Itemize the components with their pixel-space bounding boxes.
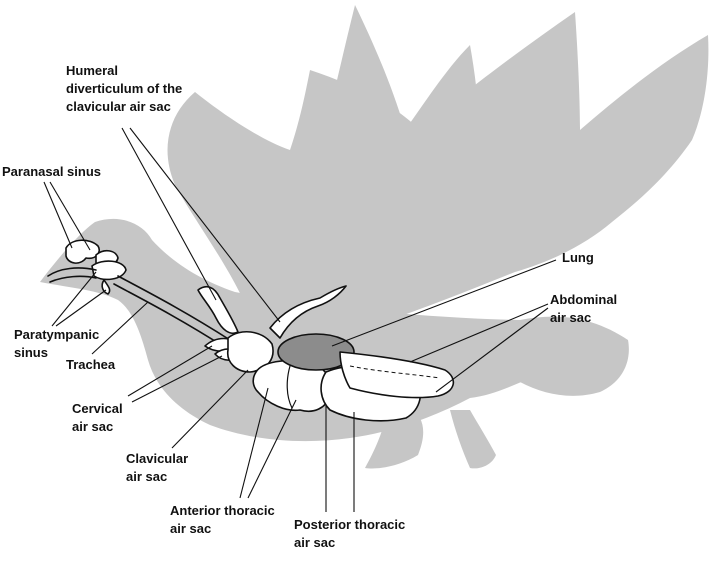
body-head xyxy=(40,218,628,442)
label-line: air sac xyxy=(126,469,168,484)
leader-trachea xyxy=(91,301,149,355)
leader-paranasal-b xyxy=(49,181,91,251)
front-wing xyxy=(167,12,709,337)
label-line: sinus xyxy=(14,345,48,360)
leader-paratympanic-a xyxy=(51,271,97,327)
label-line: diverticulum of the xyxy=(66,81,183,96)
label-posterior-thoracic-air-sac: Posterior thoracic air sac xyxy=(294,516,405,552)
tail xyxy=(520,316,629,396)
leader-paratympanic-b xyxy=(55,289,107,327)
label-line: Paranasal sinus xyxy=(2,164,101,179)
label-line: air sac xyxy=(72,419,114,434)
label-line: Humeral xyxy=(66,63,119,78)
leader-paranasal-a xyxy=(43,181,73,249)
leader-lines xyxy=(43,127,557,512)
leader-anterior-b xyxy=(247,399,297,499)
label-line: Clavicular xyxy=(126,451,189,466)
feet xyxy=(365,410,496,469)
label-line: air sac xyxy=(550,310,592,325)
label-line: Lung xyxy=(562,250,594,265)
label-cervical-air-sac: Cervical air sac xyxy=(72,400,123,436)
nasal-duct-inner xyxy=(49,275,97,283)
label-line: Posterior thoracic xyxy=(294,517,406,532)
label-line: Anterior thoracic xyxy=(170,503,275,518)
label-clavicular-air-sac: Clavicular air sac xyxy=(126,450,188,486)
airway-structures xyxy=(47,239,455,422)
label-line: air sac xyxy=(170,521,212,536)
leader-humeral-b xyxy=(129,127,281,323)
label-line: Trachea xyxy=(66,357,116,372)
label-paratympanic-sinus: Paratympanic sinus xyxy=(14,326,99,362)
leader-abdominal-b xyxy=(435,307,549,393)
bird-silhouette xyxy=(40,5,709,469)
paratympanic-sinus xyxy=(91,260,127,281)
label-abdominal-air-sac: Abdominal air sac xyxy=(550,291,617,327)
leader-cervical-a xyxy=(127,345,213,397)
label-paranasal-sinus: Paranasal sinus xyxy=(2,163,101,181)
label-anterior-thoracic-air-sac: Anterior thoracic air sac xyxy=(170,502,275,538)
leader-clavicular xyxy=(171,369,249,449)
nasal-duct xyxy=(47,267,97,277)
leader-humeral-a xyxy=(121,127,217,301)
label-line: Abdominal xyxy=(550,292,618,307)
paratympanic-sinus-duct xyxy=(101,279,111,295)
trachea-tube xyxy=(117,275,231,341)
label-humeral-diverticulum: Humeral diverticulum of the clavicular a… xyxy=(66,62,182,116)
abdominal-sac-dashed xyxy=(349,365,441,379)
leader-anterior-a xyxy=(239,387,269,499)
label-lung: Lung xyxy=(562,249,594,267)
abdominal-air-sac xyxy=(339,351,455,399)
label-line: Cervical xyxy=(72,401,123,416)
label-trachea: Trachea xyxy=(66,356,115,374)
anterior-thoracic-divider xyxy=(286,365,293,409)
label-line: air sac xyxy=(294,535,336,550)
leader-lung xyxy=(331,259,557,347)
lung xyxy=(277,333,355,371)
leader-abdominal-a xyxy=(409,303,549,363)
leader-cervical-b xyxy=(131,355,223,403)
label-line: Paratympanic xyxy=(14,327,100,342)
label-line: clavicular air sac xyxy=(66,99,171,114)
trachea-tube-inner xyxy=(113,283,227,349)
humeral-diverticulum-back xyxy=(269,285,347,339)
